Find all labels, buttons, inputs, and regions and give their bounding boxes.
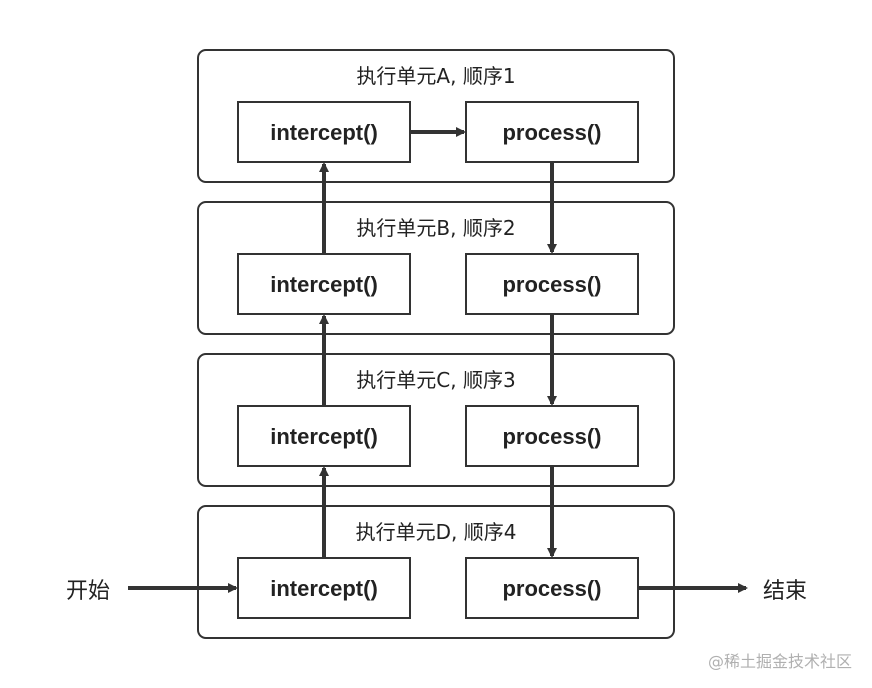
end-label: 结束	[763, 579, 807, 604]
unit-a-process-box[interactable]	[465, 101, 639, 163]
unit-d-intercept-box[interactable]	[237, 557, 411, 619]
start-label: 开始	[66, 579, 110, 604]
unit-d: 执行单元D, 顺序4 intercept() process()	[197, 505, 675, 639]
unit-a-intercept-label: intercept()	[270, 120, 378, 145]
unit-d-process-label: process()	[502, 576, 601, 601]
unit-b-process-label: process()	[502, 272, 601, 297]
unit-c: 执行单元C, 顺序3 intercept() process()	[197, 353, 675, 487]
unit-d-title: 执行单元D, 顺序4	[356, 520, 517, 544]
unit-c-title: 执行单元C, 顺序3	[356, 368, 515, 392]
unit-b-intercept-label: intercept()	[270, 272, 378, 297]
unit-b: 执行单元B, 顺序2 intercept() process()	[197, 201, 675, 335]
unit-a-intercept-box[interactable]	[237, 101, 411, 163]
unit-d-intercept-label: intercept()	[270, 576, 378, 601]
unit-c-process-label: process()	[502, 424, 601, 449]
unit-c-process-box[interactable]	[465, 405, 639, 467]
unit-a-title: 执行单元A, 顺序1	[356, 64, 515, 88]
unit-b-process-box[interactable]	[465, 253, 639, 315]
unit-a-process-label: process()	[502, 120, 601, 145]
watermark-text: @稀土掘金技术社区	[707, 652, 852, 671]
unit-b-intercept-box[interactable]	[237, 253, 411, 315]
unit-a: 执行单元A, 顺序1 intercept() process()	[197, 49, 675, 183]
unit-b-title: 执行单元B, 顺序2	[356, 216, 515, 240]
unit-c-intercept-label: intercept()	[270, 424, 378, 449]
